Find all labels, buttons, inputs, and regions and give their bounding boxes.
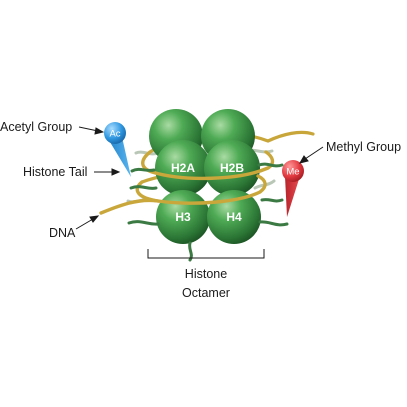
label-histone-octamer-line1: Histone — [185, 267, 227, 281]
histone-h2b-sphere — [204, 140, 260, 196]
tail-bottom-left — [188, 241, 193, 262]
methyl-marker-tail — [285, 176, 300, 217]
label-h2a: H2A — [171, 161, 195, 175]
pointer-arrows — [75, 126, 324, 230]
methyl-marker-text: Me — [286, 167, 299, 178]
label-h4: H4 — [226, 210, 242, 224]
dna-front-upper-wrap — [141, 150, 275, 181]
arrow-dna-head — [89, 215, 100, 223]
arrow-acetyl-line — [78, 126, 99, 132]
dna-free-end — [99, 198, 160, 215]
acetyl-marker: Ac — [104, 122, 131, 177]
acetyl-marker-tail — [107, 137, 131, 177]
label-dna: DNA — [49, 226, 76, 240]
methyl-marker: Me — [282, 160, 304, 217]
acetyl-marker-text: Ac — [109, 129, 120, 140]
label-h2b: H2B — [220, 161, 244, 175]
arrow-dna-line — [75, 218, 94, 230]
label-methyl-group: Methyl Group — [326, 140, 401, 154]
tail-right-mid — [260, 198, 284, 203]
tail-left-upper — [130, 167, 156, 173]
tail-left-mid — [129, 185, 158, 190]
arrow-acetyl-head — [94, 127, 105, 135]
octamer-bracket — [147, 249, 265, 259]
arrow-methyl-line — [304, 146, 324, 160]
histone-h4-sphere — [207, 190, 261, 244]
tail-right-upper — [257, 162, 284, 168]
arrow-methyl-head — [298, 155, 309, 164]
arrow-tail-head — [111, 168, 121, 176]
acetyl-marker-head — [104, 122, 126, 144]
front-histone-tails — [127, 162, 289, 262]
tail-left-lower — [127, 220, 160, 226]
label-histone-tail: Histone Tail — [23, 165, 87, 179]
methyl-marker-head — [282, 160, 304, 182]
label-acetyl-group: Acetyl Group — [0, 120, 72, 134]
histone-h2a-sphere — [155, 140, 211, 196]
dna-front-strand — [99, 150, 275, 215]
label-h3: H3 — [175, 210, 191, 224]
tail-right-lower — [258, 220, 289, 227]
label-histone-octamer-line2: Octamer — [182, 286, 230, 300]
dna-front-lower-wrap — [135, 174, 267, 205]
